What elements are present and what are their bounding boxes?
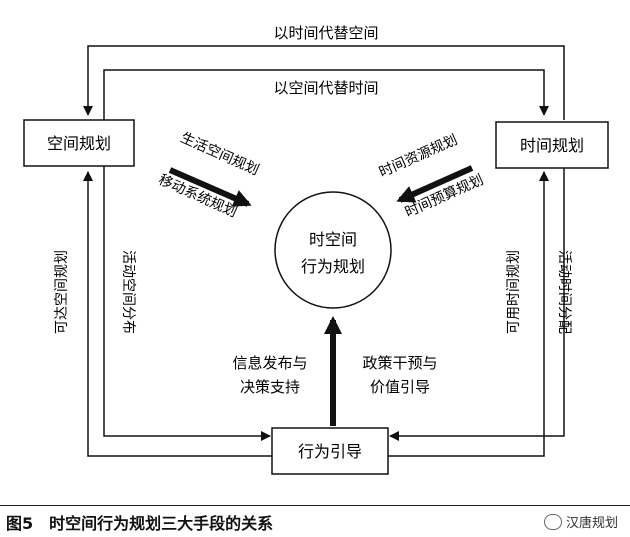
arrow-time-to-space [83,45,565,120]
label-policy-intervention-2: 价值引导 [370,378,430,396]
arrow-guidance-to-time-inner [388,171,549,457]
arrow-guidance-to-space-outer [83,171,272,457]
wechat-icon [543,513,562,530]
thick-arrow-left-diagonal [168,167,252,207]
figure-caption: 图5 时空间行为规划三大手段的关系 [6,514,274,533]
label-activity-time: 活动时间分配 [556,250,572,334]
center-label-line2: 行为规划 [301,257,365,276]
node-time-planning-label: 时间规划 [520,136,584,155]
arrow-space-to-time [103,69,549,120]
node-space-planning [23,119,135,167]
arrow-space-to-guidance-inner [103,166,271,441]
node-center-circle [274,191,392,309]
thick-arrow-right-diagonal [396,165,474,203]
label-space-replaces-time: 以空间代替时间 [273,79,378,97]
node-behavior-guidance-label: 行为引导 [298,442,362,461]
label-accessible-space: 可达空间规划 [54,250,70,334]
center-label-line1: 时空间 [309,230,357,249]
node-behavior-guidance [271,427,389,475]
node-time-planning [495,121,609,169]
label-time-replaces-space: 以时间代替空间 [273,24,378,42]
node-space-planning-label: 空间规划 [47,134,111,153]
label-living-space-planning: 生活空间规划 [178,130,261,179]
label-time-resource-planning: 时间资源规划 [377,132,460,181]
label-policy-intervention-1: 政策干预与 [362,354,437,372]
label-info-release-1: 信息发布与 [232,354,307,372]
watermark: 汉唐规划 [543,512,618,531]
label-info-release-2: 决策支持 [240,378,300,396]
arrow-time-to-guidance-outer [389,168,565,441]
label-available-time: 可用时间规划 [506,250,522,334]
caption-divider [0,505,630,506]
watermark-text: 汉唐规划 [565,516,618,531]
label-activity-space: 活动空间分布 [120,250,136,334]
